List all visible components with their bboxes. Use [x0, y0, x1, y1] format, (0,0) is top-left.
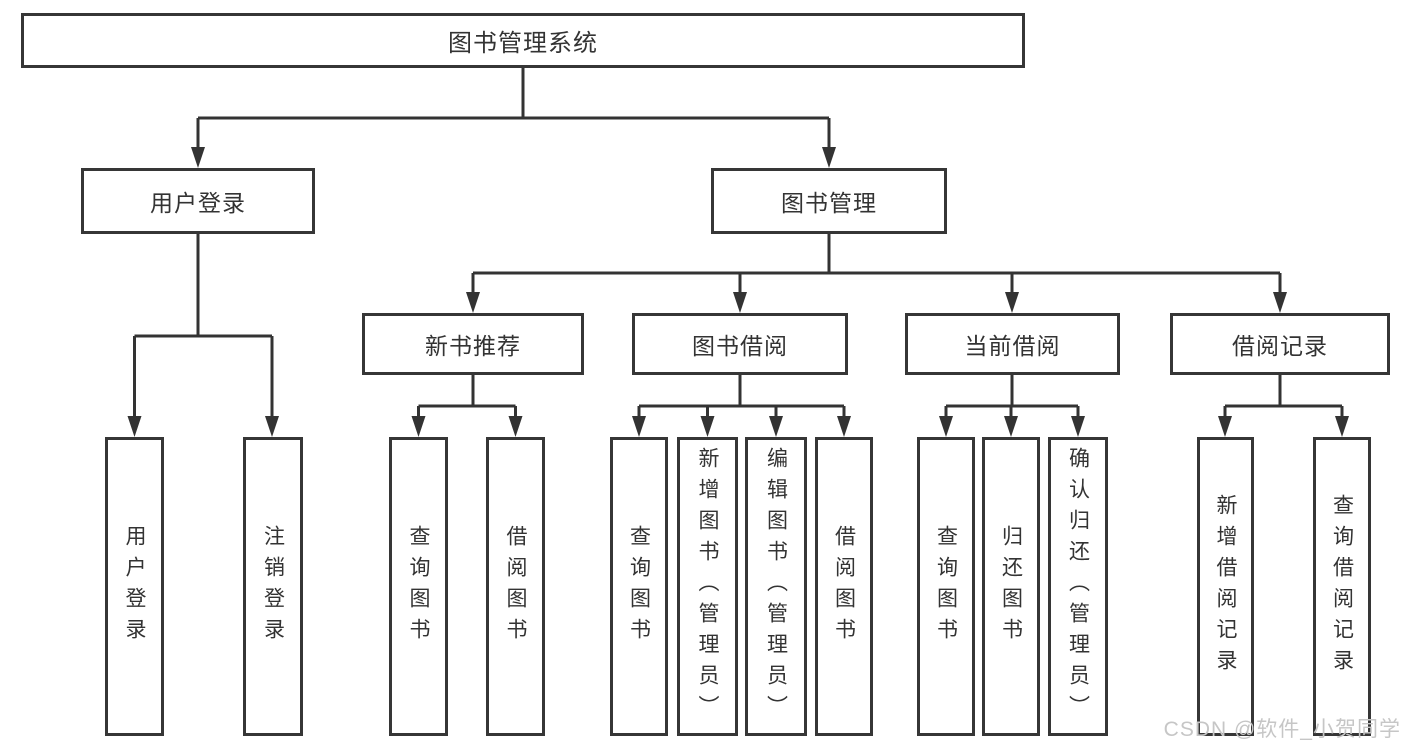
leaf-label: 用户登录	[123, 524, 146, 649]
leaf-label: 确认归还（管理员）	[1066, 447, 1090, 726]
leaf-label: 查询借阅记录	[1330, 493, 1354, 680]
leaf-current-return-books: 归还图书	[982, 437, 1040, 736]
leaf-label: 借阅图书	[504, 524, 527, 649]
leaf-records-add-record: 新增借阅记录	[1197, 437, 1254, 736]
node-new-book-recommendation: 新书推荐	[362, 313, 584, 375]
connector-book-management-children	[466, 234, 1287, 313]
leaf-borrow-query-books: 查询图书	[610, 437, 668, 736]
node-book-management: 图书管理	[711, 168, 947, 234]
connector-borrowing-records-children	[1218, 375, 1349, 437]
node-book-borrowing: 图书借阅	[632, 313, 848, 375]
leaf-label: 归还图书	[999, 524, 1023, 649]
leaf-label: 查询图书	[934, 524, 958, 649]
leaf-label: 查询图书	[627, 524, 651, 649]
leaf-current-confirm-return-admin: 确认归还（管理员）	[1048, 437, 1108, 736]
leaf-label: 新增借阅记录	[1214, 493, 1237, 680]
csdn-watermark: CSDN @软件_小贺同学	[1163, 718, 1401, 741]
connector-new-book-recommendation-children	[411, 375, 523, 437]
node-current-borrowing: 当前借阅	[905, 313, 1120, 375]
node-borrowing-records: 借阅记录	[1170, 313, 1390, 375]
leaf-recommend-borrow-books: 借阅图书	[486, 437, 545, 736]
leaf-current-query-books: 查询图书	[917, 437, 975, 736]
leaf-recommend-query-books: 查询图书	[389, 437, 448, 736]
leaf-label: 注销登录	[261, 524, 285, 649]
connector-root-to-level2	[191, 68, 836, 168]
connector-current-borrowing-children	[939, 375, 1085, 437]
leaf-borrow-edit-books-admin: 编辑图书（管理员）	[745, 437, 807, 736]
leaf-records-query-record: 查询借阅记录	[1313, 437, 1371, 736]
leaf-label: 查询图书	[407, 524, 430, 649]
node-root-system: 图书管理系统	[21, 13, 1025, 68]
connector-book-borrowing-children	[632, 375, 851, 437]
leaf-user-login: 用户登录	[105, 437, 164, 736]
leaf-borrow-add-books-admin: 新增图书（管理员）	[677, 437, 738, 736]
node-user-login: 用户登录	[81, 168, 315, 234]
leaf-label: 编辑图书（管理员）	[764, 447, 788, 726]
leaf-borrow-borrow-books: 借阅图书	[815, 437, 873, 736]
leaf-label: 借阅图书	[832, 524, 856, 649]
connector-user-login-children	[127, 234, 279, 437]
leaf-label: 新增图书（管理员）	[696, 447, 719, 726]
leaf-logout-login: 注销登录	[243, 437, 303, 736]
